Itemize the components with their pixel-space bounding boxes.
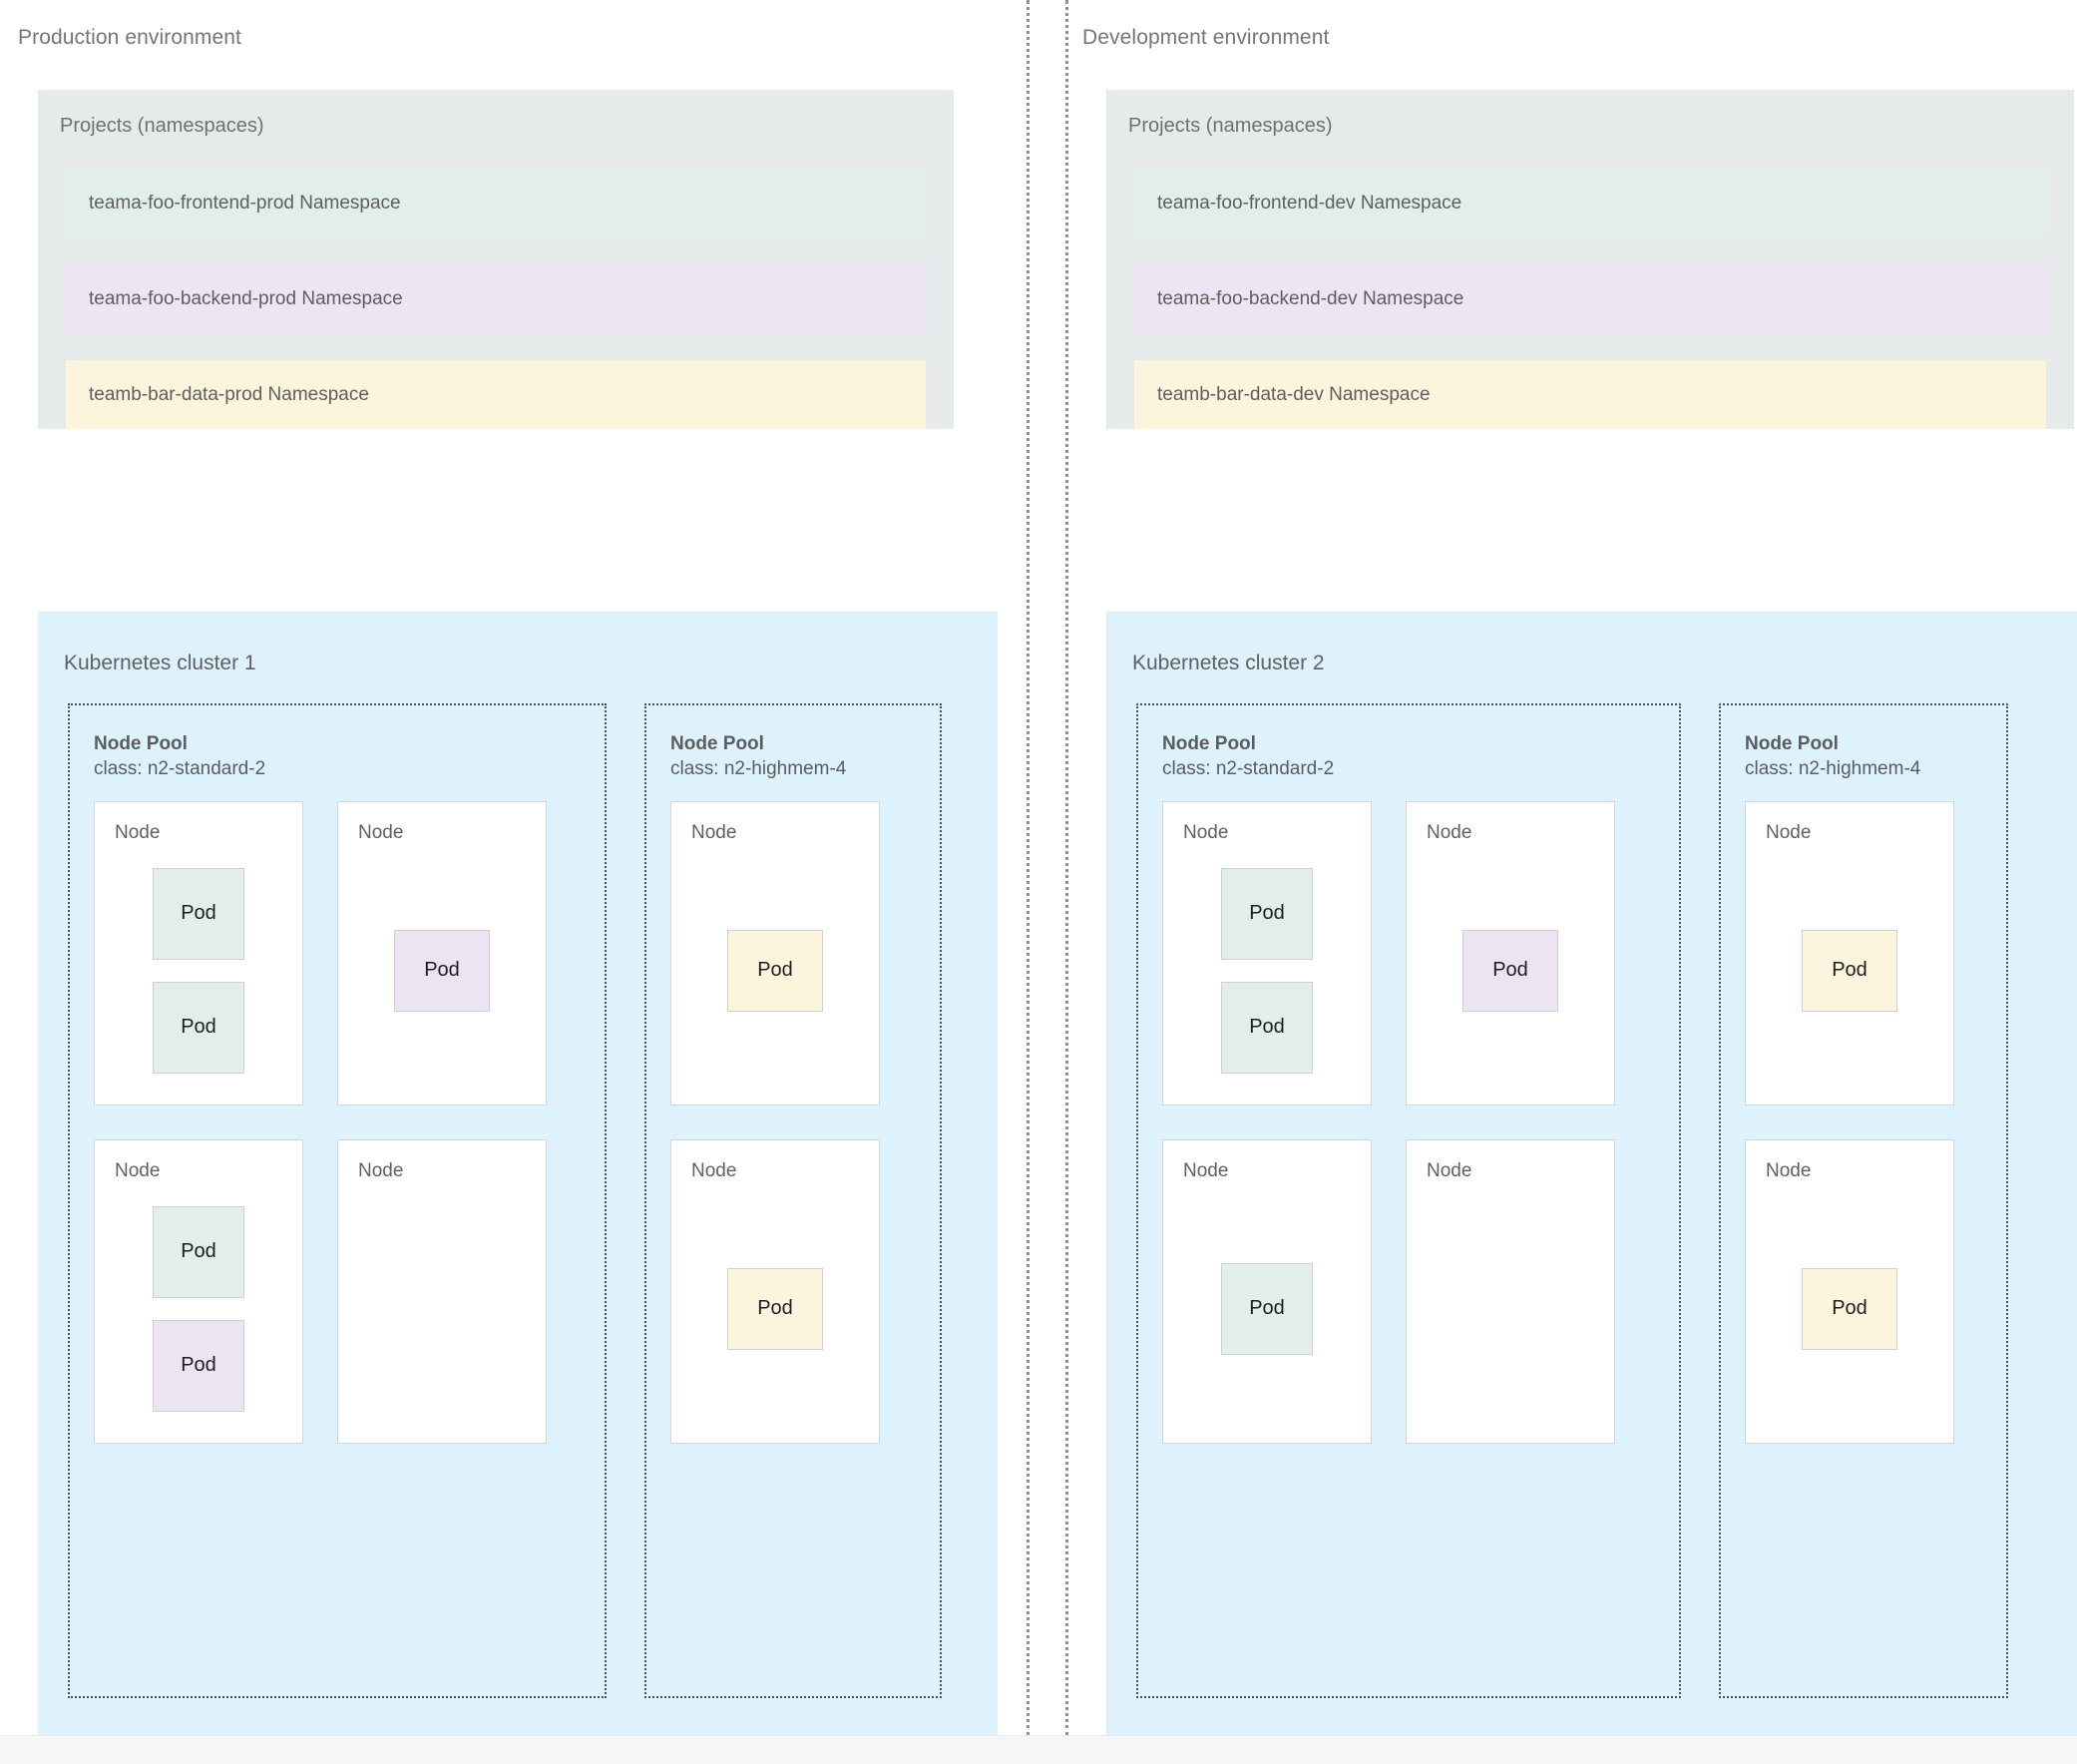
projects-container: Projects (namespaces) teama-foo-frontend… [38,90,954,429]
pod[interactable]: Pod [153,981,244,1074]
node-label: Node [1183,822,1229,844]
projects-heading: Projects (namespaces) [1128,115,1333,137]
node[interactable]: Node Pod [670,1139,880,1445]
node[interactable]: Node [1406,1139,1615,1445]
node-grid: Node Pod Pod Node Pod [94,801,581,1445]
kubernetes-cluster: Kubernetes cluster 2 Node Pool class: n2… [1106,612,2077,1736]
environment-production: Production environment Projects (namespa… [0,0,1023,1736]
pod[interactable]: Pod [1221,981,1313,1074]
node-label: Node [1427,1160,1472,1182]
node-label: Node [115,1160,161,1182]
node[interactable]: Node Pod [1162,1139,1372,1445]
pod-stack: Pod Pod [95,1140,302,1443]
kubernetes-cluster: Kubernetes cluster 1 Node Pool class: n2… [38,612,998,1736]
node-label: Node [358,1160,404,1182]
node-pool-class: class: n2-standard-2 [94,758,266,780]
environment-title: Production environment [18,26,241,49]
pod-stack: Pod Pod [1163,802,1371,1104]
projects-heading: Projects (namespaces) [60,115,264,137]
projects-container: Projects (namespaces) teama-foo-frontend… [1106,90,2074,429]
node-grid: Node Pod Node Pod [1745,801,1982,1445]
namespace-box[interactable]: teamb-bar-data-prod Namespace [66,360,926,429]
pod[interactable]: Pod [153,1319,244,1412]
pod-stack: Pod Pod [95,802,302,1104]
node-pool-standard: Node Pool class: n2-standard-2 Node Pod … [1136,703,1681,1698]
node-grid: Node Pod Pod Node Pod [1162,801,1655,1445]
namespace-list: teama-foo-frontend-dev Namespace teama-f… [1134,169,2046,429]
environment-title: Development environment [1082,26,1330,49]
node-pool-class: class: n2-highmem-4 [670,758,847,780]
pod[interactable]: Pod [394,929,490,1012]
node-grid: Node Pod Node Pod [670,801,916,1445]
node[interactable]: Node Pod Pod [1162,801,1372,1106]
pod[interactable]: Pod [1221,867,1313,960]
node-pool-label: Node Pool class: n2-standard-2 [94,731,581,781]
pod-stack: Pod [338,802,546,1104]
node-pool-name: Node Pool [670,733,764,754]
bottom-strip [0,1735,2077,1764]
node[interactable]: Node Pod [1406,801,1615,1106]
node-pool-row: Node Pool class: n2-standard-2 Node Pod … [68,703,968,1698]
node-pool-label: Node Pool class: n2-standard-2 [1162,731,1655,781]
pod-stack: Pod [1746,1140,1953,1443]
environment-divider-right [1065,0,1068,1736]
node-pool-name: Node Pool [1745,733,1839,754]
namespace-box[interactable]: teama-foo-frontend-dev Namespace [1134,169,2046,237]
pod[interactable]: Pod [1462,929,1558,1012]
node-pool-class: class: n2-standard-2 [1162,758,1335,780]
node-pool-highmem: Node Pool class: n2-highmem-4 Node Pod N… [1719,703,2008,1698]
pod-stack: Pod [1163,1140,1371,1443]
pod[interactable]: Pod [153,1205,244,1298]
environment-development: Development environment Projects (namesp… [1054,0,2077,1736]
node[interactable]: Node Pod [1745,1139,1954,1445]
node[interactable]: Node Pod [670,801,880,1106]
namespace-list: teama-foo-frontend-prod Namespace teama-… [66,169,926,429]
pod[interactable]: Pod [727,929,823,1012]
cluster-title: Kubernetes cluster 1 [64,652,256,674]
node-label: Node [1183,1160,1229,1182]
namespace-box[interactable]: teamb-bar-data-dev Namespace [1134,360,2046,429]
node[interactable]: Node Pod [1745,801,1954,1106]
environment-divider-left [1027,0,1030,1736]
node-label: Node [1766,1160,1812,1182]
node-label: Node [358,822,404,844]
node-pool-name: Node Pool [94,733,188,754]
pod[interactable]: Pod [1802,929,1897,1012]
node-pool-standard: Node Pool class: n2-standard-2 Node Pod … [68,703,607,1698]
pod[interactable]: Pod [153,867,244,960]
node-label: Node [1766,822,1812,844]
namespace-box[interactable]: teama-foo-frontend-prod Namespace [66,169,926,237]
node-pool-label: Node Pool class: n2-highmem-4 [670,731,916,781]
pod-stack: Pod [1407,802,1614,1104]
node-label: Node [691,822,737,844]
pod[interactable]: Pod [1802,1267,1897,1350]
namespace-box[interactable]: teama-foo-backend-dev Namespace [1134,264,2046,333]
node[interactable]: Node Pod [337,801,547,1106]
node[interactable]: Node Pod Pod [94,1139,303,1445]
node-label: Node [115,822,161,844]
node[interactable]: Node Pod Pod [94,801,303,1106]
node-pool-class: class: n2-highmem-4 [1745,758,1921,780]
pod-stack: Pod [1746,802,1953,1104]
node-pool-row: Node Pool class: n2-standard-2 Node Pod … [1136,703,2077,1698]
node-label: Node [691,1160,737,1182]
node-label: Node [1427,822,1472,844]
pod[interactable]: Pod [1221,1262,1313,1355]
node-pool-label: Node Pool class: n2-highmem-4 [1745,731,1982,781]
node-pool-highmem: Node Pool class: n2-highmem-4 Node Pod N… [644,703,942,1698]
pod[interactable]: Pod [727,1267,823,1350]
node[interactable]: Node [337,1139,547,1445]
pod-stack: Pod [671,1140,879,1443]
node-pool-name: Node Pool [1162,733,1256,754]
namespace-box[interactable]: teama-foo-backend-prod Namespace [66,264,926,333]
pod-stack: Pod [671,802,879,1104]
cluster-title: Kubernetes cluster 2 [1132,652,1325,674]
